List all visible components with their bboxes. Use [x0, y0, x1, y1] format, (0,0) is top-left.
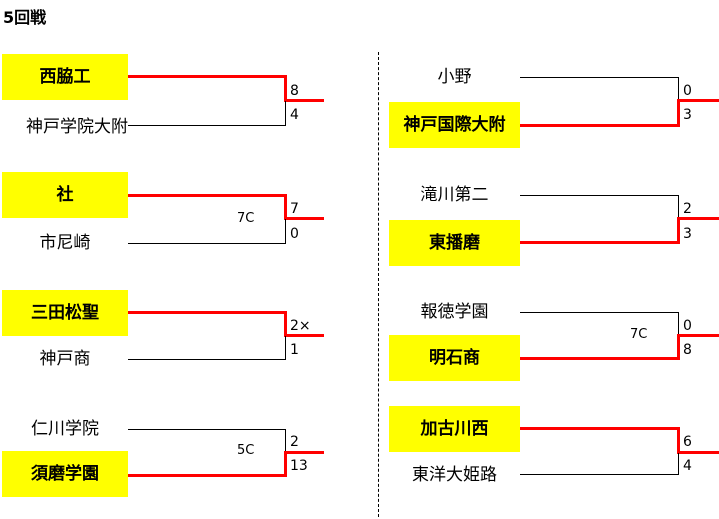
winner-line-vertical	[677, 334, 680, 359]
team-loser: 市尼崎	[39, 233, 91, 253]
loser-line	[520, 474, 679, 475]
loser-line	[520, 77, 678, 78]
score-bottom: 4	[683, 458, 692, 474]
loser-line-vertical	[678, 312, 679, 336]
loser-line	[128, 359, 285, 360]
score-bottom: 0	[290, 226, 299, 242]
advance-line	[284, 217, 324, 220]
game-note: 5C	[237, 443, 255, 458]
column-divider	[378, 52, 379, 517]
winner-line	[520, 427, 677, 430]
team-winner: 明石商	[389, 335, 520, 381]
team-loser: 小野	[437, 67, 472, 87]
loser-line	[128, 125, 285, 126]
loser-line-vertical	[285, 336, 286, 360]
winner-line-vertical	[284, 451, 287, 476]
winner-line-vertical	[677, 217, 680, 243]
advance-line	[677, 217, 719, 220]
loser-line-vertical	[678, 453, 679, 475]
team-winner: 西脇工	[2, 54, 128, 100]
team-loser: 仁川学院	[31, 419, 99, 439]
winner-line-vertical	[284, 194, 287, 219]
team-loser: 神戸学院大附	[26, 117, 128, 137]
loser-line-vertical	[285, 429, 286, 453]
game-note: 7C	[237, 211, 255, 226]
winner-line	[128, 474, 287, 477]
winner-line	[128, 75, 284, 78]
team-winner: 神戸国際大附	[389, 102, 520, 148]
team-winner: 社	[2, 172, 128, 218]
winner-line	[128, 194, 284, 197]
winner-line	[520, 241, 680, 244]
score-bottom: 13	[290, 458, 308, 474]
team-winner: 須磨学園	[2, 451, 128, 497]
score-top: 2×	[290, 318, 311, 334]
winner-line	[128, 311, 284, 314]
team-winner: 東播磨	[389, 220, 520, 266]
score-bottom: 3	[683, 226, 692, 242]
score-top: 7	[290, 201, 299, 217]
loser-line	[128, 243, 285, 244]
winner-line-vertical	[284, 311, 287, 336]
team-loser: 神戸商	[39, 349, 91, 369]
loser-line	[520, 195, 678, 196]
loser-line	[520, 312, 678, 313]
score-top: 6	[683, 434, 692, 450]
advance-line	[677, 451, 719, 454]
team-loser: 報徳学園	[420, 302, 489, 322]
winner-line	[520, 124, 680, 127]
advance-line	[284, 99, 324, 102]
advance-line	[677, 334, 719, 337]
score-bottom: 8	[683, 342, 692, 358]
score-top: 2	[290, 434, 299, 450]
score-bottom: 1	[290, 342, 299, 358]
team-loser: 滝川第二	[420, 185, 489, 205]
score-top: 2	[683, 201, 692, 217]
loser-line-vertical	[678, 195, 679, 219]
team-winner: 三田松聖	[2, 290, 128, 336]
winner-line-vertical	[677, 427, 680, 453]
score-top: 0	[683, 83, 692, 99]
advance-line	[284, 334, 324, 337]
winner-line-vertical	[284, 75, 287, 101]
advance-line	[284, 451, 324, 454]
page-title: 5回戦	[3, 8, 47, 27]
score-bottom: 3	[683, 107, 692, 123]
team-winner: 加古川西	[389, 406, 520, 452]
winner-line-vertical	[677, 99, 680, 126]
score-top: 8	[290, 83, 299, 99]
score-bottom: 4	[290, 107, 299, 123]
score-top: 0	[683, 318, 692, 334]
team-loser: 東洋大姫路	[412, 465, 497, 485]
winner-line	[520, 357, 680, 360]
advance-line	[677, 99, 719, 102]
loser-line-vertical	[678, 77, 679, 101]
loser-line	[128, 429, 285, 430]
loser-line-vertical	[285, 101, 286, 126]
loser-line-vertical	[285, 219, 286, 244]
game-note: 7C	[630, 327, 648, 342]
